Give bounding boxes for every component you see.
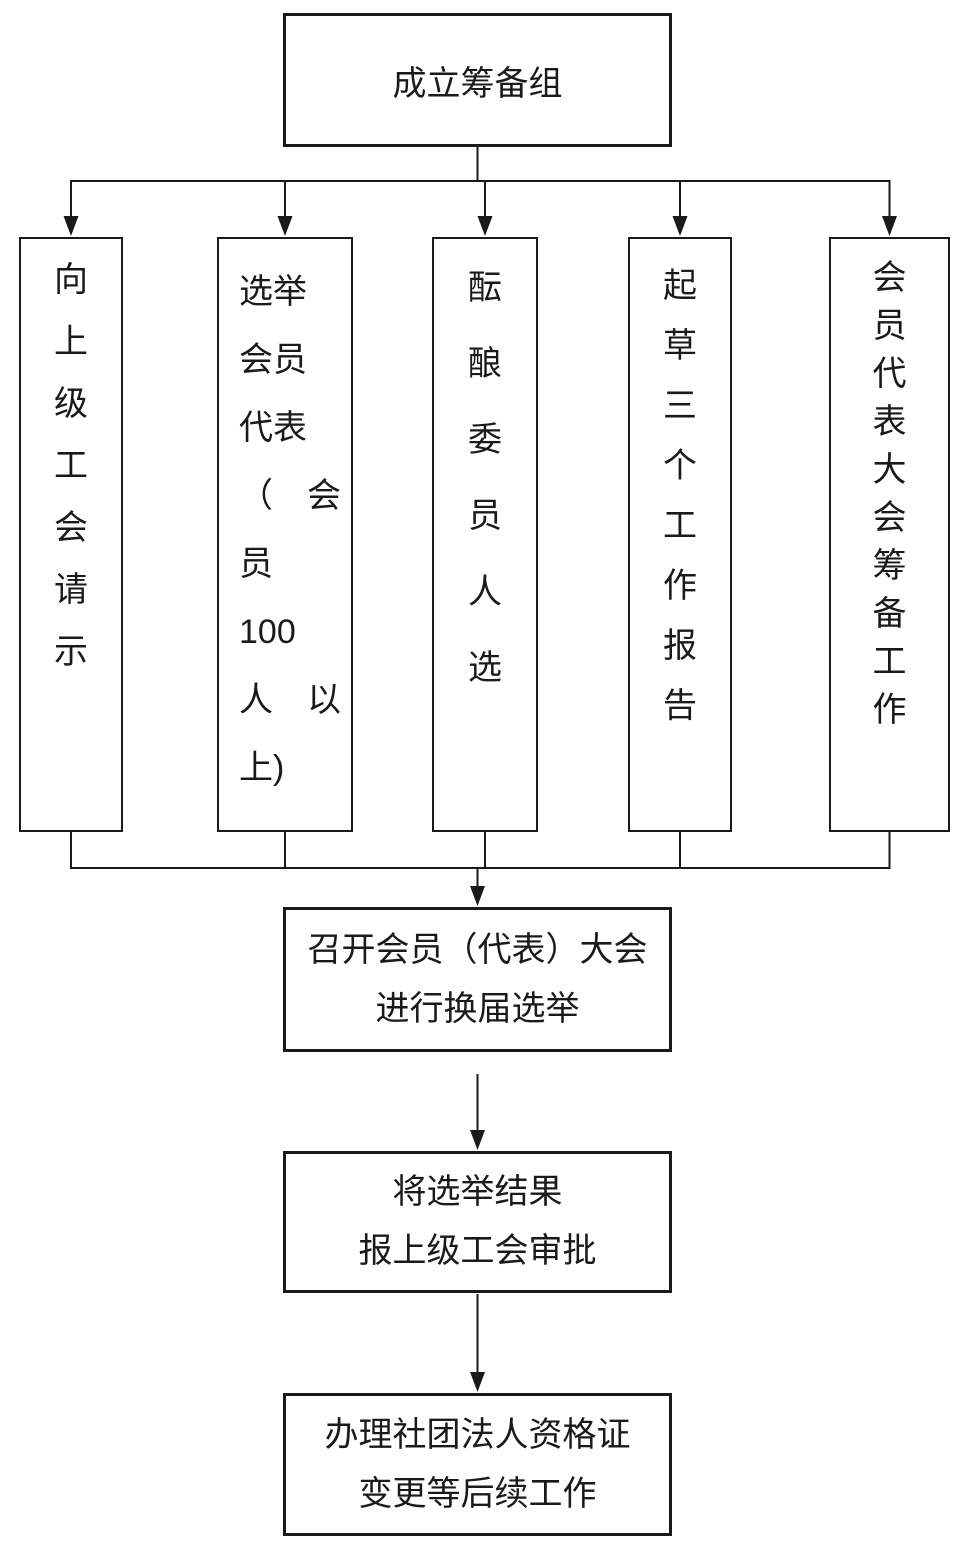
text-line: 会	[872, 499, 907, 537]
text-line: 示	[54, 633, 88, 671]
text-line: 起	[663, 267, 697, 305]
text-line: 进行换届选举	[375, 989, 580, 1028]
box-hold-congress-election: 召开会员（代表）大会进行换届选举	[283, 907, 672, 1052]
text-line: 人	[468, 573, 502, 611]
text-line: 员	[468, 497, 502, 535]
text-line: 草	[663, 327, 697, 365]
box-deliberate-committee-candidates: 酝酿委员人选	[432, 237, 538, 832]
text-line: 请	[54, 571, 88, 609]
box-report-results-for-approval: 将选举结果报上级工会审批	[283, 1151, 672, 1293]
box-handle-followup-registration: 办理社团法人资格证变更等后续工作	[283, 1393, 672, 1536]
box-draft-three-work-reports: 起草三个工作报告	[628, 237, 732, 832]
text-line: 会员	[239, 341, 307, 379]
text-line: 上)	[239, 749, 285, 787]
text-line: 选	[468, 649, 502, 687]
arrowhead-icon	[470, 1130, 485, 1150]
box-congress-preparation-work: 会员代表大会筹备工作	[829, 237, 950, 832]
text-line: 作	[663, 567, 697, 605]
arrowhead-icon	[277, 216, 293, 236]
text-line: 作	[872, 691, 907, 729]
text-line: 员	[239, 545, 273, 583]
text-line: 酝	[468, 269, 502, 307]
arrowhead-icon	[63, 216, 79, 236]
text-line: 100	[239, 613, 296, 651]
text-line: 员	[872, 307, 907, 345]
arrowhead-icon	[470, 1372, 485, 1392]
text-line: 表	[872, 403, 907, 441]
box-elect-member-representatives: 选举会员代表 （ 会员 100 人 以上)	[217, 237, 353, 832]
text-line: 告	[663, 687, 697, 725]
text-line: 报上级工会审批	[358, 1232, 597, 1270]
box-establish-prep-group-label: 成立筹备组	[392, 64, 563, 103]
connector-bottom-merge	[70, 831, 891, 906]
text-line: 报	[663, 627, 697, 665]
arrowhead-icon	[882, 216, 897, 236]
text-line: 三	[663, 387, 697, 425]
text-line: 级	[54, 385, 88, 423]
text-line: 大	[872, 451, 907, 489]
text-line: 委	[468, 421, 502, 459]
box-request-superior-union: 向上级工会请示	[19, 237, 123, 832]
text-line: 向	[54, 261, 88, 299]
text-line: 变更等后续工作	[358, 1474, 597, 1513]
text-line: 筹	[872, 547, 907, 585]
text-line: 代	[872, 355, 907, 393]
connector-top-split	[63, 147, 897, 236]
text-line: 工	[872, 643, 907, 681]
text-line: 个	[663, 447, 697, 485]
text-line: 选举	[239, 273, 307, 311]
text-line: 召开会员（代表）大会	[307, 930, 648, 969]
text-line: 人 以	[239, 681, 341, 719]
text-line: 工	[54, 447, 88, 485]
text-line: 工	[663, 507, 697, 545]
text-line: 酿	[468, 345, 502, 383]
connector-step2-step3	[470, 1294, 485, 1392]
text-line: （ 会	[239, 477, 341, 515]
text-line: 会	[872, 259, 907, 297]
arrowhead-icon	[672, 216, 688, 236]
text-line: 会	[54, 509, 88, 547]
arrowhead-icon	[470, 886, 485, 906]
text-line: 办理社团法人资格证	[324, 1415, 631, 1454]
text-line: 上	[54, 323, 88, 361]
text-line: 代表	[239, 409, 307, 447]
arrowhead-icon	[477, 216, 493, 236]
text-line: 将选举结果	[392, 1173, 563, 1211]
text-line: 备	[872, 595, 907, 633]
connector-step1-step2	[470, 1074, 485, 1150]
box-establish-prep-group: 成立筹备组	[283, 13, 672, 147]
